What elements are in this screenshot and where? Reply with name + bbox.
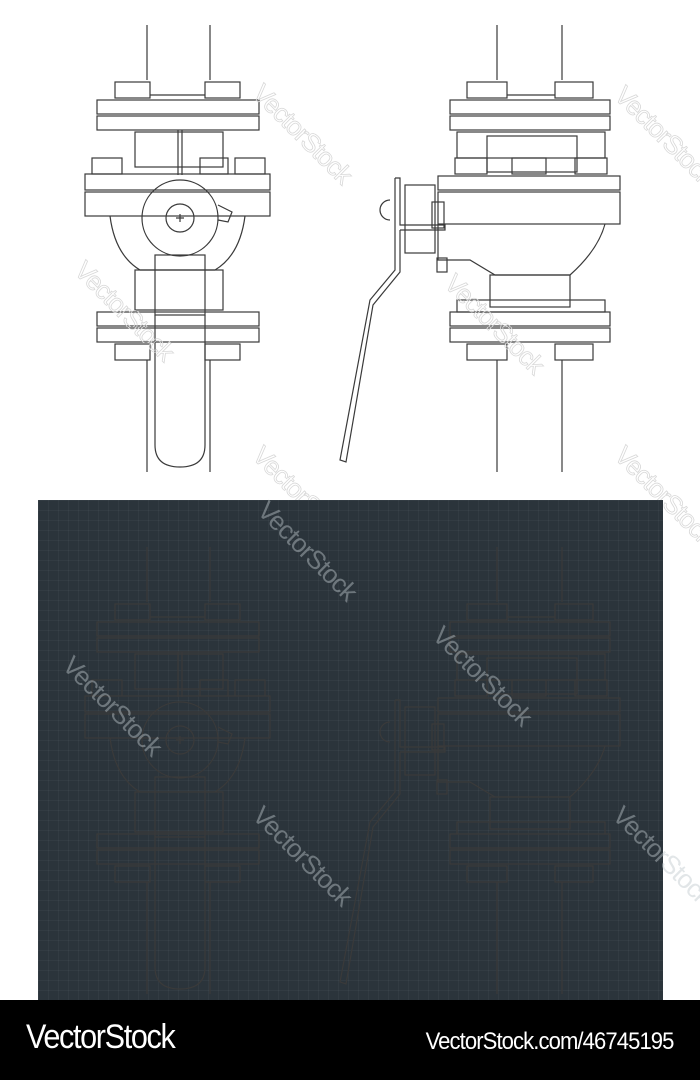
dark-drawing-panel: VectorStock VectorStock VectorStock Vect… <box>38 495 700 1000</box>
dark-valve-drawing <box>84 546 621 995</box>
image-url: VectorStock.com/46745195 <box>426 1028 675 1055</box>
side-view <box>339 25 621 472</box>
footer-bar: VectorStock VectorStock.com/46745195 <box>0 1000 700 1080</box>
brand-logo: VectorStock <box>26 1018 176 1056</box>
light-valve-drawing <box>84 25 621 472</box>
light-drawing-panel: VectorStock VectorStock VectorStock Vect… <box>0 0 700 552</box>
front-view <box>84 25 271 472</box>
